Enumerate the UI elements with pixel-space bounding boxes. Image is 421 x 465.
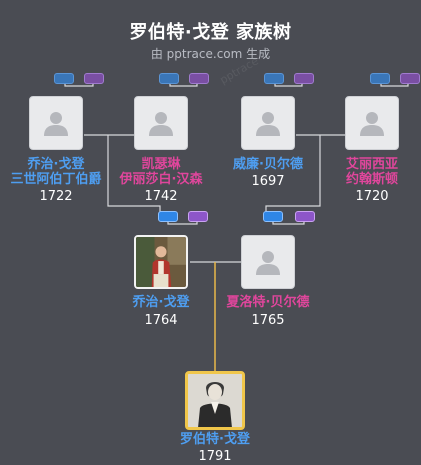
person-card-p4[interactable] [345, 96, 399, 150]
person-year-p1: 1722 [39, 189, 73, 204]
person-card-p1[interactable] [29, 96, 83, 150]
person-card-p6[interactable] [241, 235, 295, 289]
person-year-p6: 1765 [251, 313, 285, 328]
expand-parents-button[interactable] [370, 73, 390, 84]
expand-spouse-button[interactable] [294, 73, 314, 84]
expand-parents-button[interactable] [263, 211, 283, 222]
person-card-p7-focus[interactable] [185, 371, 245, 430]
person-name-p3: 威廉·贝尔德 [233, 157, 303, 172]
expand-parents-button[interactable] [264, 73, 284, 84]
person-year-p4: 1720 [355, 189, 389, 204]
person-silhouette-icon [149, 112, 173, 136]
expand-spouse-button[interactable] [84, 73, 104, 84]
page-title: 罗伯特·戈登 家族树 [129, 22, 292, 43]
expand-parents-button[interactable] [158, 211, 178, 222]
person-silhouette-icon [256, 251, 280, 275]
person-silhouette-icon [44, 112, 68, 136]
person-name-p4: 艾丽西亚 [345, 157, 398, 172]
person-card-p2[interactable] [134, 96, 188, 150]
person-year-p2: 1742 [144, 189, 178, 204]
expand-parents-button[interactable] [54, 73, 74, 84]
person-year-p7: 1791 [198, 449, 232, 464]
expand-spouse-button[interactable] [400, 73, 420, 84]
portrait-image [136, 237, 186, 287]
expand-spouse-button[interactable] [188, 211, 208, 222]
expand-spouse-button[interactable] [295, 211, 315, 222]
person-year-p3: 1697 [251, 174, 285, 189]
page-subtitle: 由 pptrace.com 生成 [150, 47, 271, 61]
person-name-p1: 乔治·戈登 [27, 157, 85, 172]
person-title-p1: 三世阿伯丁伯爵 [10, 172, 102, 187]
person-silhouette-icon [360, 112, 384, 136]
person-title-p2: 伊丽莎白·汉森 [119, 172, 203, 187]
portrait-image [188, 374, 242, 427]
expand-parents-button[interactable] [159, 73, 179, 84]
person-card-p5[interactable] [134, 235, 188, 289]
person-card-p3[interactable] [241, 96, 295, 150]
person-name-p6: 夏洛特·贝尔德 [226, 295, 310, 310]
expand-spouse-button[interactable] [189, 73, 209, 84]
person-silhouette-icon [256, 112, 280, 136]
person-year-p5: 1764 [144, 313, 178, 328]
person-title-p4: 约翰斯顿 [345, 172, 398, 187]
person-name-p7: 罗伯特·戈登 [180, 432, 250, 447]
person-name-p2: 凯瑟琳 [141, 157, 181, 172]
person-name-p5: 乔治·戈登 [132, 295, 190, 310]
